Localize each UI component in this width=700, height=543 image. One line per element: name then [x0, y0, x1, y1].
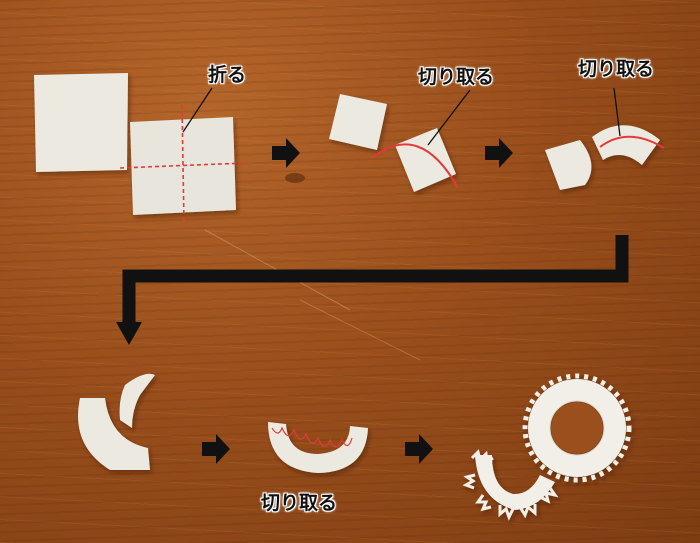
fringed-ring	[522, 373, 632, 483]
pointer-line	[613, 87, 621, 137]
arrow-right-icon	[202, 434, 230, 464]
paper-square	[34, 73, 128, 172]
ring-piece	[119, 373, 155, 428]
wood-knot	[285, 173, 305, 183]
fold-label: 折る	[208, 64, 247, 86]
pointer-line	[182, 87, 213, 133]
cut-curve	[371, 143, 459, 189]
cut-label-3: 切り取る	[261, 492, 338, 514]
scallop-cut-guide	[271, 426, 353, 448]
quarter-circle	[545, 140, 592, 190]
cut-label-1: 切り取る	[418, 66, 495, 88]
ring-piece	[78, 398, 150, 470]
arc-with-scallops	[268, 422, 368, 473]
arrow-right-icon	[405, 434, 433, 464]
cut-curve	[599, 135, 665, 149]
arc-piece	[592, 125, 660, 165]
fringed-arc	[462, 449, 559, 521]
arrow-right-icon	[485, 138, 513, 168]
cut-label-2: 切り取る	[578, 58, 655, 80]
pointer-line	[427, 89, 471, 146]
arrow-right-icon	[272, 138, 300, 168]
fold-line-vertical	[181, 104, 185, 226]
folded-square-cut-guide	[395, 128, 456, 192]
elbow-arrow-down-icon	[116, 235, 629, 345]
folded-square	[329, 94, 387, 150]
